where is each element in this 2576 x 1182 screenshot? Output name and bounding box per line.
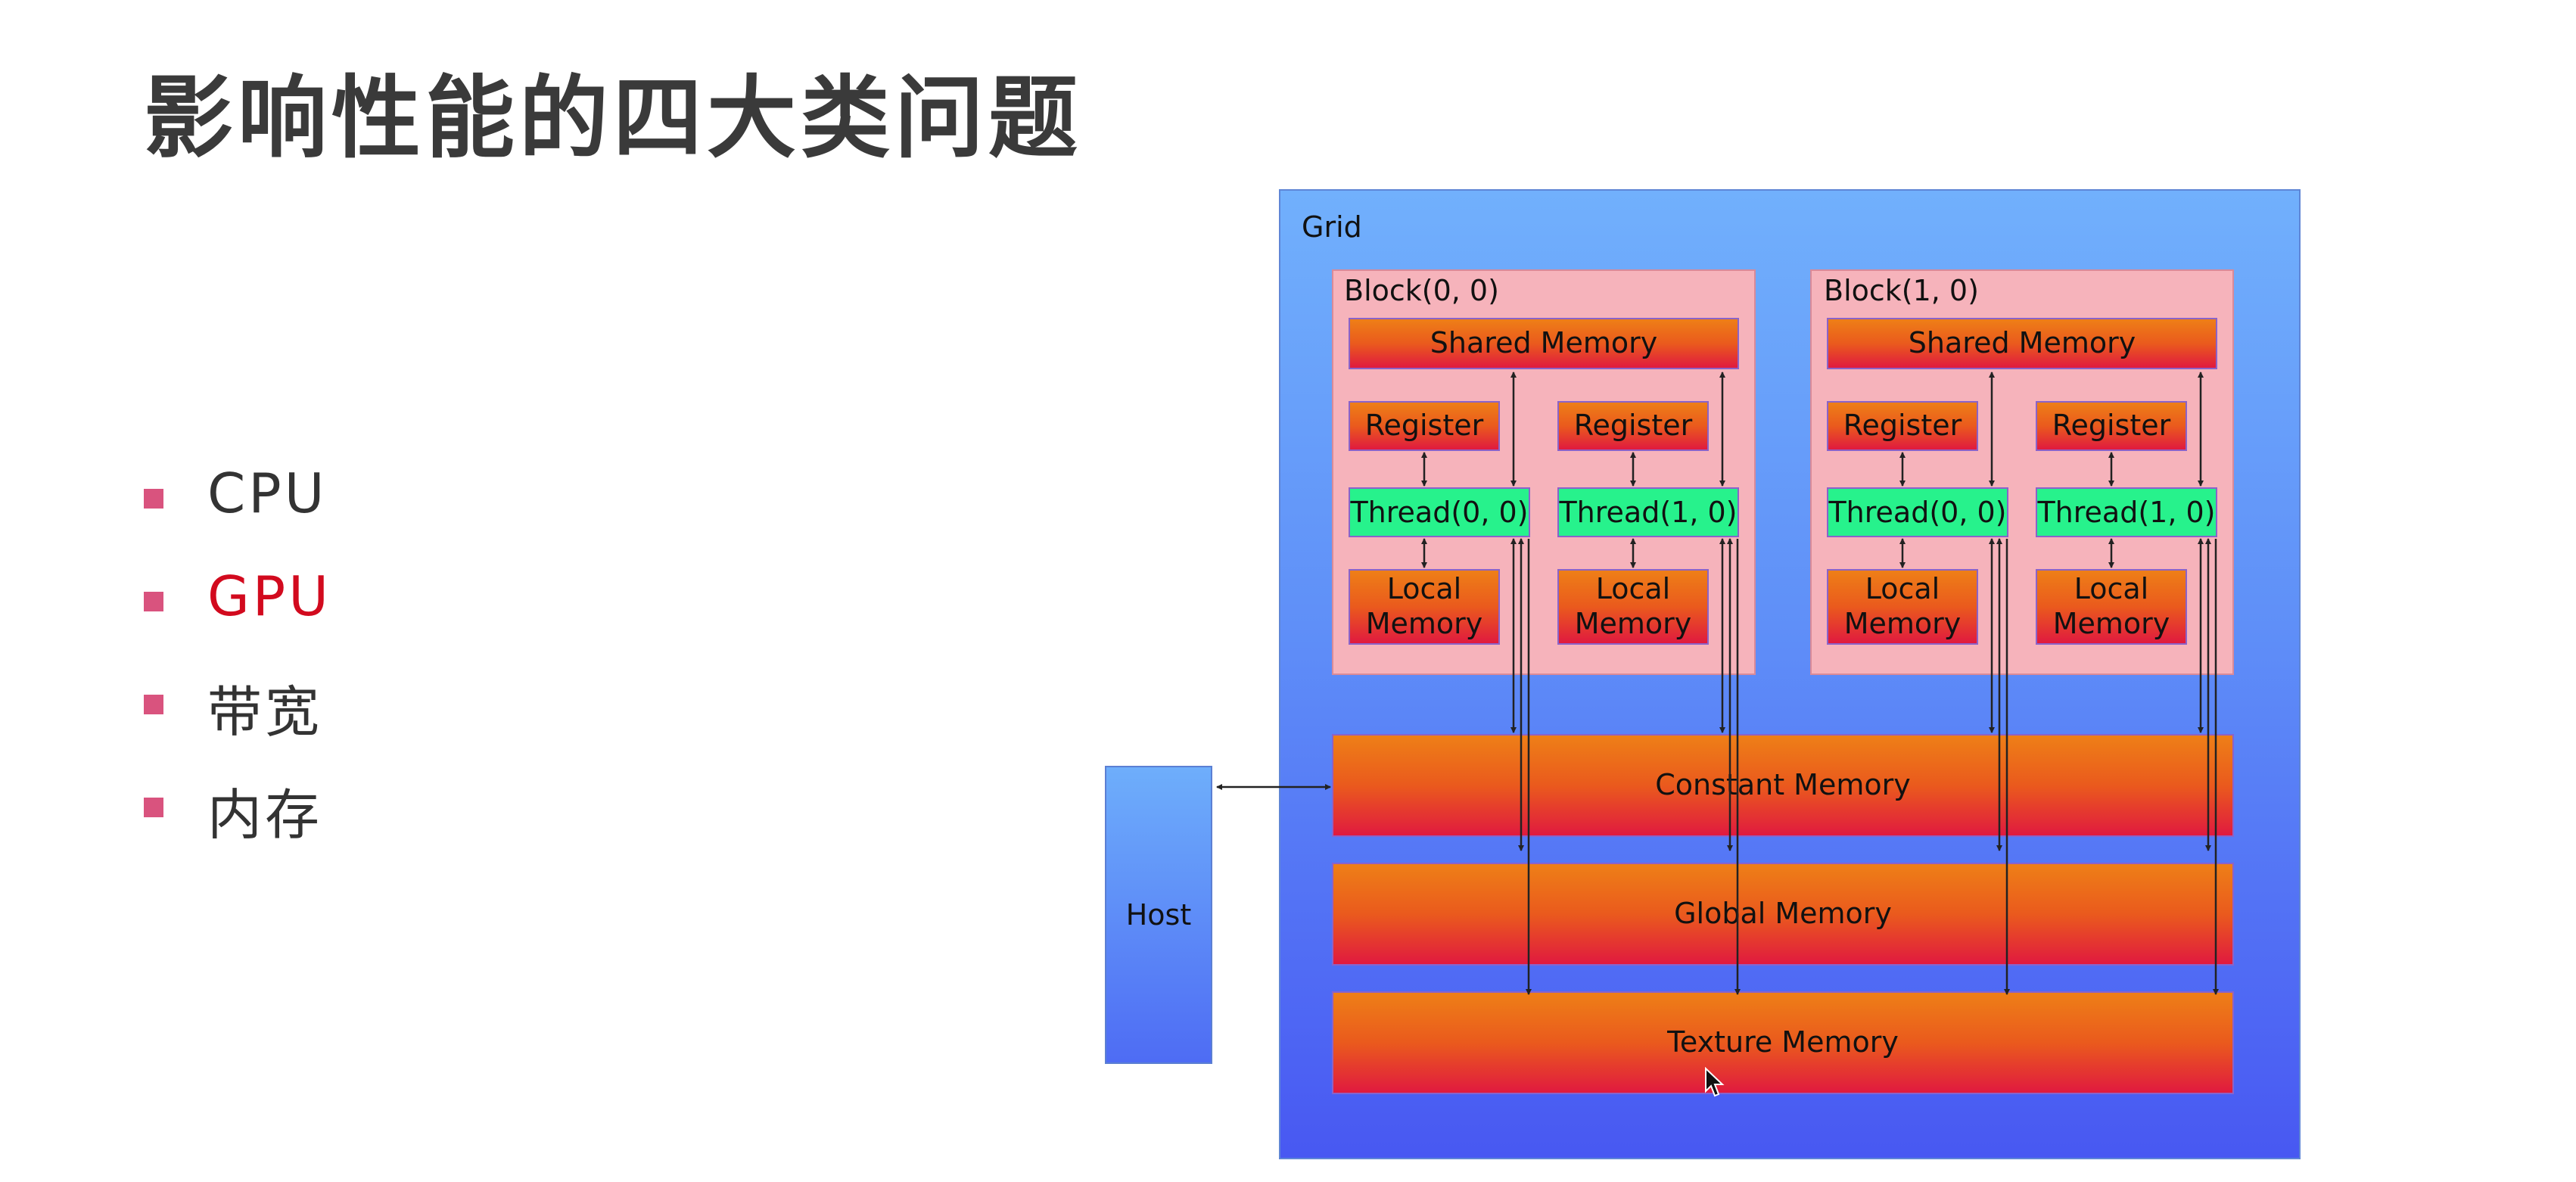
- global-memory: Global Memory: [1332, 863, 2234, 966]
- bullet-text: 内存: [207, 783, 323, 847]
- local-memory: Local Memory: [2036, 569, 2187, 645]
- shared-memory: Shared Memory: [1349, 318, 1739, 369]
- thread: Thread(0, 0): [1349, 487, 1530, 537]
- local-memory: Local Memory: [1557, 569, 1709, 645]
- bullet-marker: [144, 489, 163, 509]
- host: Host: [1105, 766, 1212, 1064]
- local-memory: Local Memory: [1349, 569, 1500, 645]
- thread: Thread(1, 0): [1557, 487, 1739, 537]
- block-label: Block(1, 0): [1824, 274, 1979, 307]
- texture-memory: Texture Memory: [1332, 991, 2234, 1094]
- bullet-text: CPU: [207, 462, 328, 525]
- register: Register: [1557, 401, 1709, 451]
- grid-label: Grid: [1302, 210, 1362, 244]
- shared-memory: Shared Memory: [1827, 318, 2217, 369]
- page-title: 影响性能的四大类问题: [144, 65, 1083, 170]
- bullet-text: 带宽: [207, 680, 323, 744]
- register: Register: [1349, 401, 1500, 451]
- block-label: Block(0, 0): [1344, 274, 1499, 307]
- bullet-marker: [144, 798, 163, 817]
- mouse-cursor-icon: [1705, 1067, 1725, 1097]
- register: Register: [1827, 401, 1978, 451]
- bullet-marker: [144, 592, 163, 611]
- bullet-marker: [144, 695, 163, 714]
- register: Register: [2036, 401, 2187, 451]
- local-memory: Local Memory: [1827, 569, 1978, 645]
- bullet-text: GPU: [207, 565, 331, 628]
- thread: Thread(0, 0): [1827, 487, 2008, 537]
- constant-memory: Constant Memory: [1332, 734, 2234, 837]
- thread: Thread(1, 0): [2036, 487, 2217, 537]
